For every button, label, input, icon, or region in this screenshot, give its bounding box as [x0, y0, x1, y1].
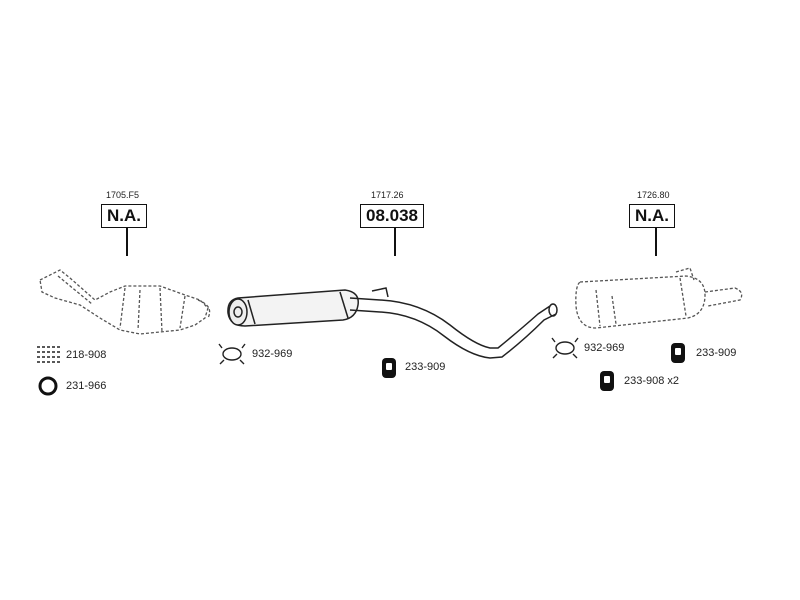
- catalytic-converter-drawing: [39, 269, 211, 335]
- assembly-code-middle[interactable]: 08.038: [360, 204, 424, 228]
- part-number-gasket[interactable]: 231-966: [66, 380, 107, 392]
- part-number-clamp-right[interactable]: 932-969: [584, 342, 625, 354]
- assembly-ref-front: 1705.F5: [106, 190, 140, 200]
- part-number-mount-x2[interactable]: 233-908 x2: [624, 375, 680, 387]
- assembly-code-front[interactable]: N.A.: [101, 204, 147, 228]
- middle-silencer-drawing: [227, 287, 558, 359]
- part-number-bolt-set[interactable]: 218-908: [66, 349, 107, 361]
- part-number-mount-right[interactable]: 233-909: [696, 347, 737, 359]
- leader-line-front: [126, 228, 128, 256]
- leader-line-middle: [394, 228, 396, 256]
- assembly-ref-rear: 1726.80: [637, 190, 670, 200]
- part-number-clamp-left[interactable]: 932-969: [252, 348, 293, 360]
- assembly-ref-middle: 1717.26: [371, 190, 404, 200]
- part-number-mount-middle[interactable]: 233-909: [405, 361, 446, 373]
- assembly-code-rear[interactable]: N.A.: [629, 204, 675, 228]
- leader-line-rear: [655, 228, 657, 256]
- rear-silencer-drawing: [575, 267, 743, 329]
